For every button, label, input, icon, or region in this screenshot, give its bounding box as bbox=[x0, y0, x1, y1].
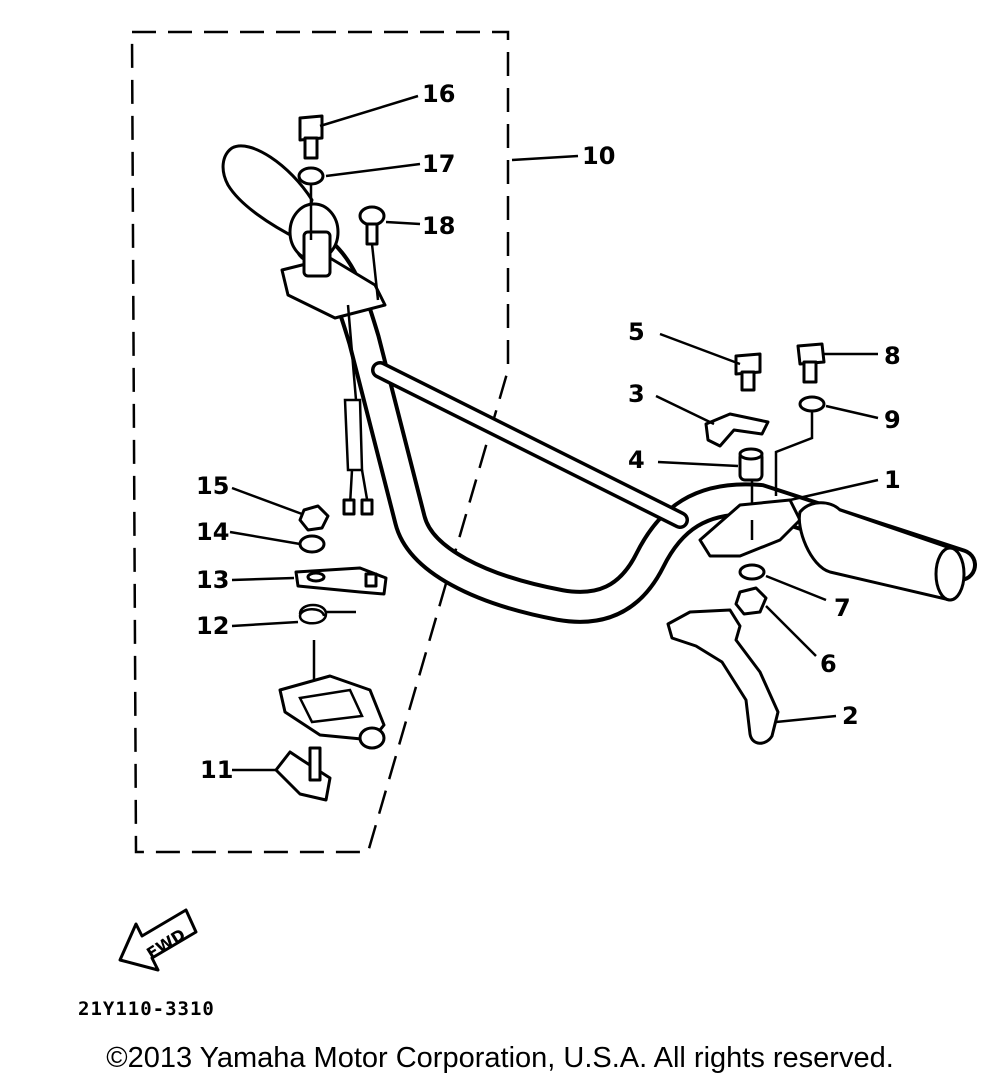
left-switch-housing bbox=[280, 230, 387, 516]
callout-16: 16 bbox=[422, 80, 455, 108]
right-grip bbox=[797, 501, 966, 602]
diagram-reference-code: 21Y110-3310 bbox=[78, 998, 215, 1020]
callout-18: 18 bbox=[422, 212, 455, 240]
bolt-5-icon bbox=[734, 352, 762, 392]
washer-14-icon bbox=[298, 534, 326, 554]
callout-13: 13 bbox=[196, 566, 229, 594]
callout-1: 1 bbox=[884, 466, 901, 494]
copyright-notice: ©2013 Yamaha Motor Corporation, U.S.A. A… bbox=[106, 1042, 894, 1074]
bolt-16-icon bbox=[298, 114, 324, 160]
clamp-3-icon bbox=[704, 412, 770, 448]
callout-12: 12 bbox=[196, 612, 229, 640]
callout-11: 11 bbox=[200, 756, 233, 784]
nut-15-icon bbox=[298, 504, 330, 532]
bracket-13-icon bbox=[294, 566, 388, 596]
callout-6: 6 bbox=[820, 650, 837, 678]
cable-adjuster-11-icon bbox=[274, 746, 332, 802]
callout-5: 5 bbox=[628, 318, 645, 346]
handlebar bbox=[295, 229, 977, 624]
washer-17-icon bbox=[297, 166, 325, 186]
leader-lines bbox=[229, 94, 879, 772]
lever-bracket-icon bbox=[698, 498, 802, 558]
callout-4: 4 bbox=[628, 446, 645, 474]
callout-9: 9 bbox=[884, 406, 901, 434]
spring-12-icon bbox=[298, 603, 356, 625]
nut-6-icon bbox=[734, 586, 768, 616]
fwd-arrow-icon: FWD bbox=[118, 908, 198, 972]
parts-diagram: 16 17 10 18 5 8 3 9 4 1 15 14 13 7 12 6 … bbox=[118, 30, 977, 972]
washer-9-icon bbox=[798, 395, 826, 413]
callout-7: 7 bbox=[834, 594, 851, 622]
callout-14: 14 bbox=[196, 518, 229, 546]
callout-3: 3 bbox=[628, 380, 645, 408]
callout-8: 8 bbox=[884, 342, 901, 370]
callout-17: 17 bbox=[422, 150, 455, 178]
callout-10: 10 bbox=[582, 142, 615, 170]
throttle-housing-icon bbox=[278, 674, 386, 750]
clutch-lever-2-icon bbox=[666, 608, 780, 745]
callout-2: 2 bbox=[842, 702, 859, 730]
washer-7-icon bbox=[738, 563, 766, 581]
collar-4-icon bbox=[738, 447, 764, 482]
screw-18-icon bbox=[358, 205, 386, 301]
sub-assembly-outline bbox=[130, 30, 510, 854]
callout-15: 15 bbox=[196, 472, 229, 500]
bolt-8-icon bbox=[796, 342, 826, 384]
